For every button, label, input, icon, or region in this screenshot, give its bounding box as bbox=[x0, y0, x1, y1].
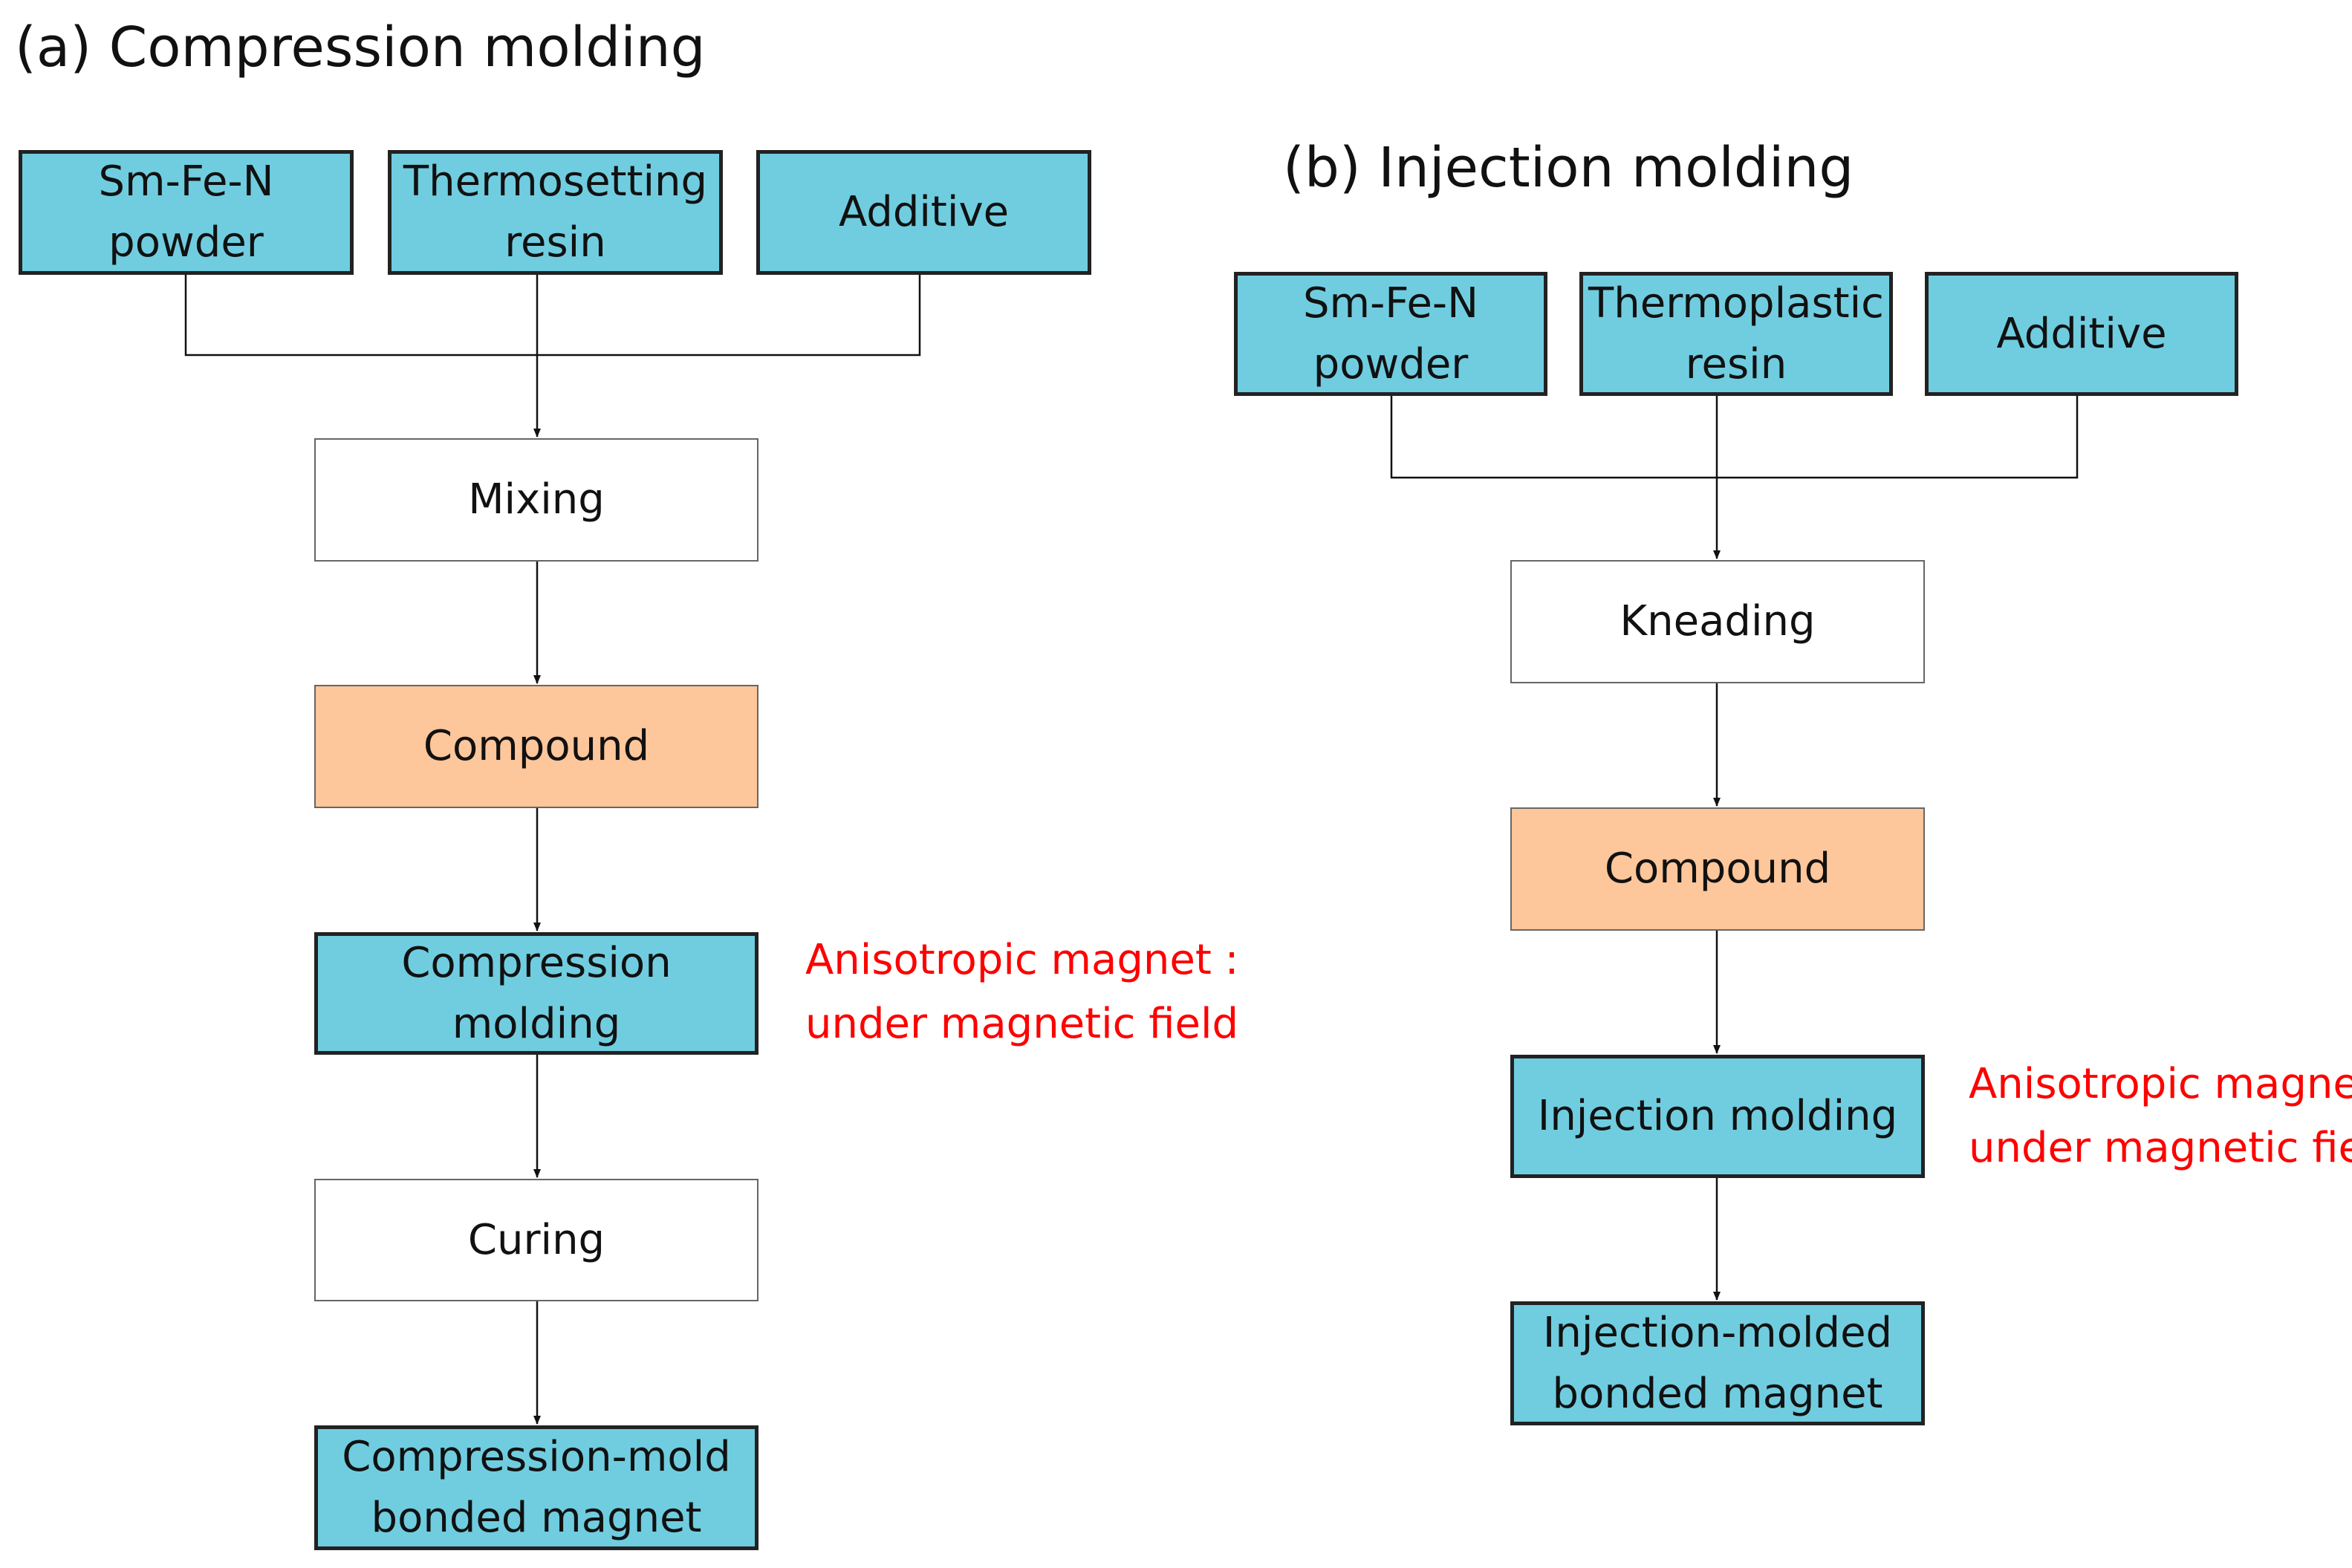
input-box-additive-a: Additive bbox=[756, 150, 1091, 275]
input-box-smfen-powder-a: Sm-Fe-N powder bbox=[19, 150, 354, 275]
step-curing: Curing bbox=[314, 1179, 758, 1301]
input-label: Thermoplastic bbox=[1588, 279, 1884, 328]
product-label: Compression-mold bbox=[342, 1433, 731, 1481]
note-line: Anisotropic magnet : bbox=[805, 936, 1239, 984]
panel-b-title: (b) Injection molding bbox=[1283, 136, 1854, 200]
input-label: powder bbox=[1313, 339, 1469, 388]
product-label: bonded magnet bbox=[1552, 1369, 1883, 1418]
anisotropic-note-b: Anisotropic magnet : under magnetic fiel… bbox=[1969, 1053, 2352, 1180]
step-kneading: Kneading bbox=[1510, 560, 1925, 683]
step-compound-a: Compound bbox=[314, 685, 758, 808]
input-box-thermoplastic-resin: Thermoplastic resin bbox=[1579, 272, 1893, 396]
input-label: Additive bbox=[1996, 309, 2167, 358]
input-label: Additive bbox=[838, 188, 1010, 236]
input-label: Sm-Fe-N bbox=[1302, 279, 1478, 328]
product-label: bonded magnet bbox=[371, 1494, 702, 1542]
input-box-thermosetting-resin: Thermosetting resin bbox=[388, 150, 723, 275]
product-compression-mold-magnet: Compression-mold bonded magnet bbox=[314, 1425, 758, 1550]
anisotropic-note-a: Anisotropic magnet : under magnetic fiel… bbox=[805, 928, 1239, 1056]
input-label: powder bbox=[108, 218, 264, 267]
note-line: under magnetic field bbox=[805, 1000, 1239, 1048]
panel-a-title: (a) Compression molding bbox=[15, 16, 706, 79]
input-label: resin bbox=[1685, 339, 1787, 388]
step-mixing: Mixing bbox=[314, 438, 758, 562]
input-label: Thermosetting bbox=[403, 157, 708, 206]
step-injection-molding: Injection molding bbox=[1510, 1055, 1925, 1178]
input-label: Sm-Fe-N bbox=[98, 157, 274, 206]
merge-line-b bbox=[1390, 396, 2079, 479]
input-box-additive-b: Additive bbox=[1925, 272, 2238, 396]
step-compound-b: Compound bbox=[1510, 807, 1925, 931]
note-line: under magnetic field bbox=[1969, 1124, 2352, 1172]
product-label: Injection-molded bbox=[1542, 1308, 1893, 1357]
step-compression-molding: Compression molding bbox=[314, 932, 758, 1055]
note-line: Anisotropic magnet : bbox=[1969, 1060, 2352, 1108]
product-injection-molded-magnet: Injection-molded bonded magnet bbox=[1510, 1301, 1925, 1425]
input-box-smfen-powder-b: Sm-Fe-N powder bbox=[1234, 272, 1547, 396]
input-label: resin bbox=[504, 218, 606, 267]
merge-line-a bbox=[184, 275, 921, 357]
